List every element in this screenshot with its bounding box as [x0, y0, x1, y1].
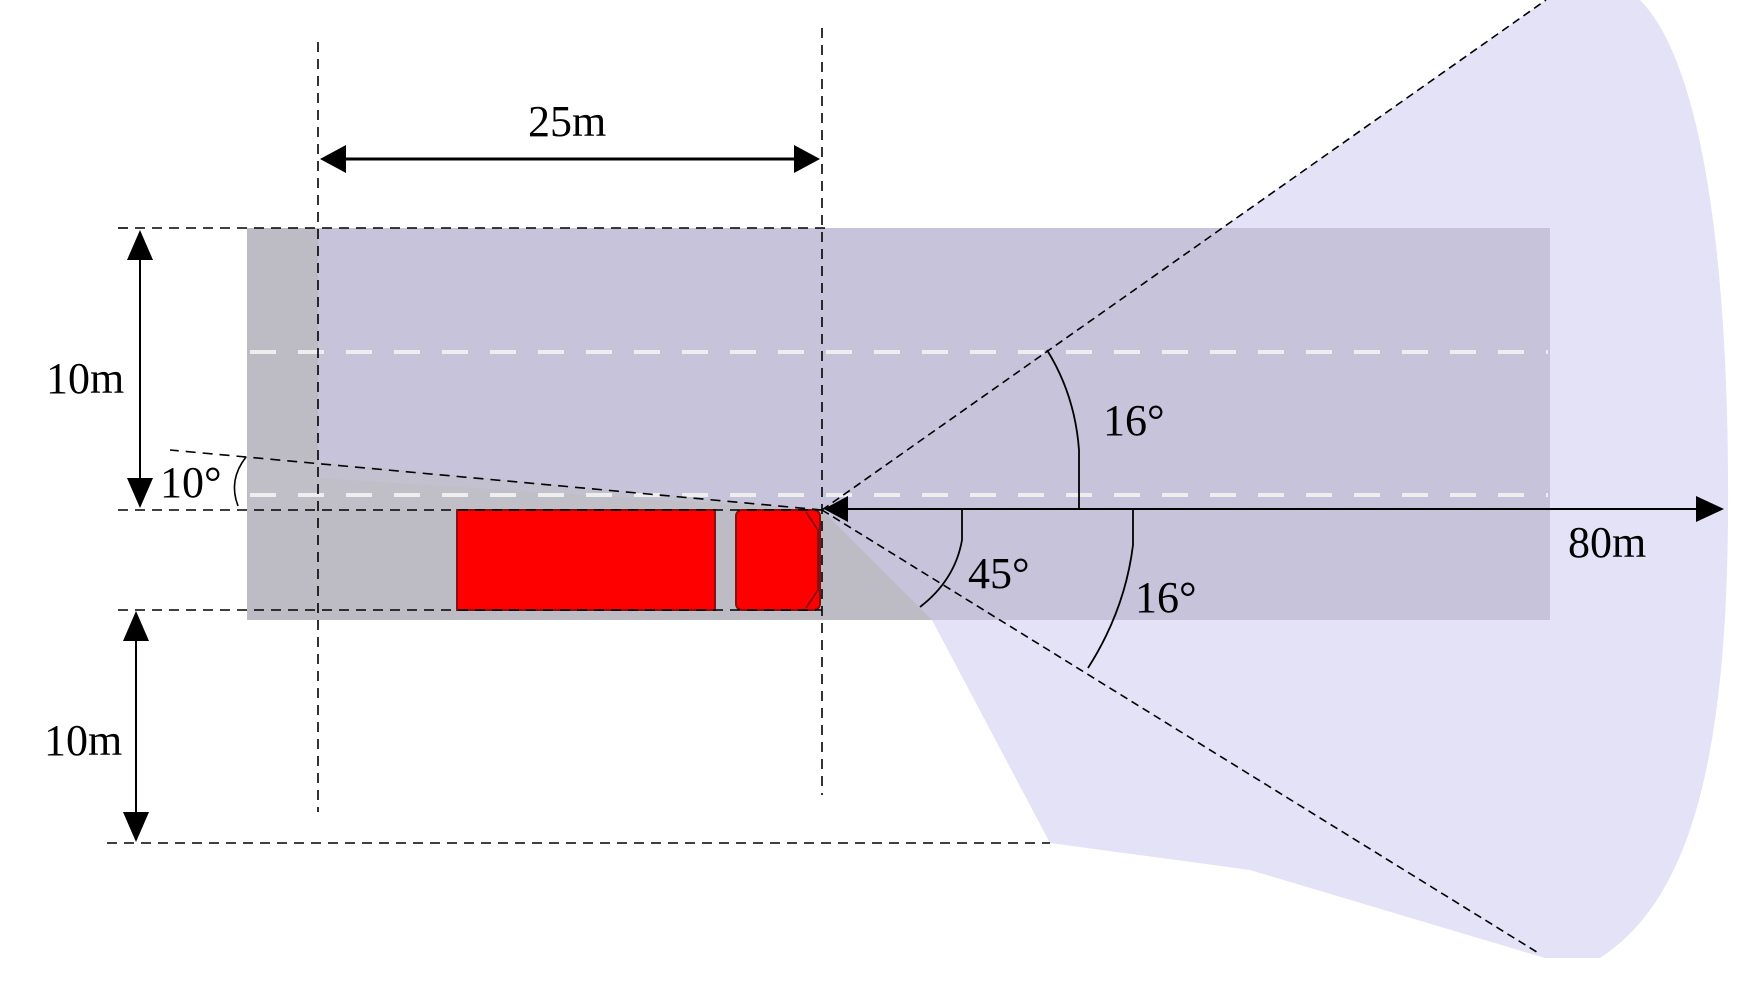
label-angle-lower-16: 16°	[1135, 573, 1197, 622]
range-arrow-right-icon	[1696, 496, 1724, 522]
angle-arc-lower-16	[1087, 509, 1134, 669]
dim-10m-lower-arrow-up-icon	[123, 611, 149, 641]
sensor-ray-upper	[821, 0, 1547, 511]
label-10m-upper: 10m	[46, 354, 124, 403]
angle-arc-45	[919, 509, 963, 608]
truck-trailer	[456, 509, 716, 611]
dim-10m-upper-arrow-up-icon	[127, 230, 153, 260]
range-arrow-left-icon	[824, 496, 848, 522]
angle-arc-upper-16	[1046, 349, 1080, 509]
label-angle-45: 45°	[968, 549, 1030, 598]
label-angle-upper-16: 16°	[1103, 396, 1165, 445]
road-covered-zone	[318, 228, 1550, 620]
dim-10m-lower-arrow-down-icon	[123, 812, 149, 842]
truck-cab	[735, 509, 821, 611]
sensor-ray-rear	[169, 449, 823, 511]
angle-arc-rear-10	[233, 456, 247, 507]
dim-25m-arrow-right-icon	[794, 145, 820, 173]
dim-10m-upper-arrow-down-icon	[127, 478, 153, 508]
label-25m: 25m	[528, 97, 606, 146]
sensor-ray-lower	[821, 509, 1541, 955]
truck-windshield	[805, 511, 819, 609]
label-angle-rear-10: 10°	[160, 458, 222, 507]
label-10m-lower: 10m	[44, 716, 122, 765]
dim-25m-arrow-left-icon	[320, 145, 346, 173]
label-80m: 80m	[1568, 518, 1646, 567]
